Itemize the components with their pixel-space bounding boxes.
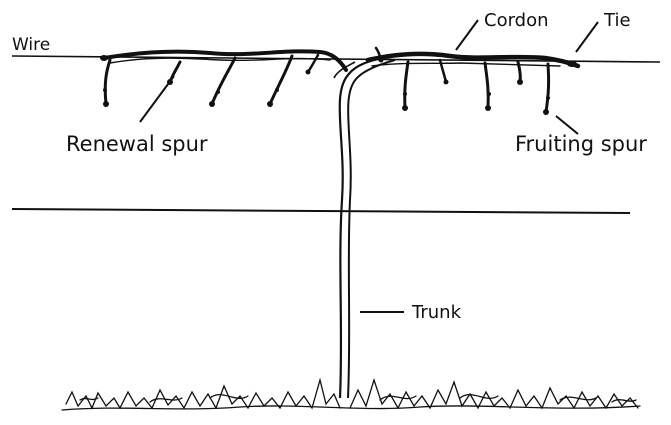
leader-lines bbox=[140, 20, 598, 312]
spur bbox=[105, 60, 110, 104]
trunk-label: Trunk bbox=[411, 302, 462, 323]
spur bbox=[546, 64, 549, 112]
ground-grass bbox=[62, 380, 640, 410]
buds bbox=[103, 58, 550, 116]
tie-leader bbox=[576, 22, 598, 52]
spur bbox=[212, 58, 235, 104]
wire-label: Wire bbox=[12, 35, 50, 55]
spur bbox=[270, 56, 292, 104]
spur bbox=[308, 55, 318, 72]
renewal-spur-leader bbox=[140, 76, 174, 122]
spur bbox=[405, 62, 408, 108]
fruiting-spur-label: Fruiting spur bbox=[515, 132, 647, 156]
cordon-leader bbox=[456, 20, 478, 50]
trunk bbox=[334, 56, 395, 398]
lower-wire bbox=[12, 209, 630, 213]
renewal-spur-label: Renewal spur bbox=[66, 132, 208, 156]
spur bbox=[518, 62, 520, 82]
cordon-label: Cordon bbox=[484, 10, 549, 31]
spur bbox=[485, 63, 488, 108]
tie-label: Tie bbox=[603, 10, 631, 31]
